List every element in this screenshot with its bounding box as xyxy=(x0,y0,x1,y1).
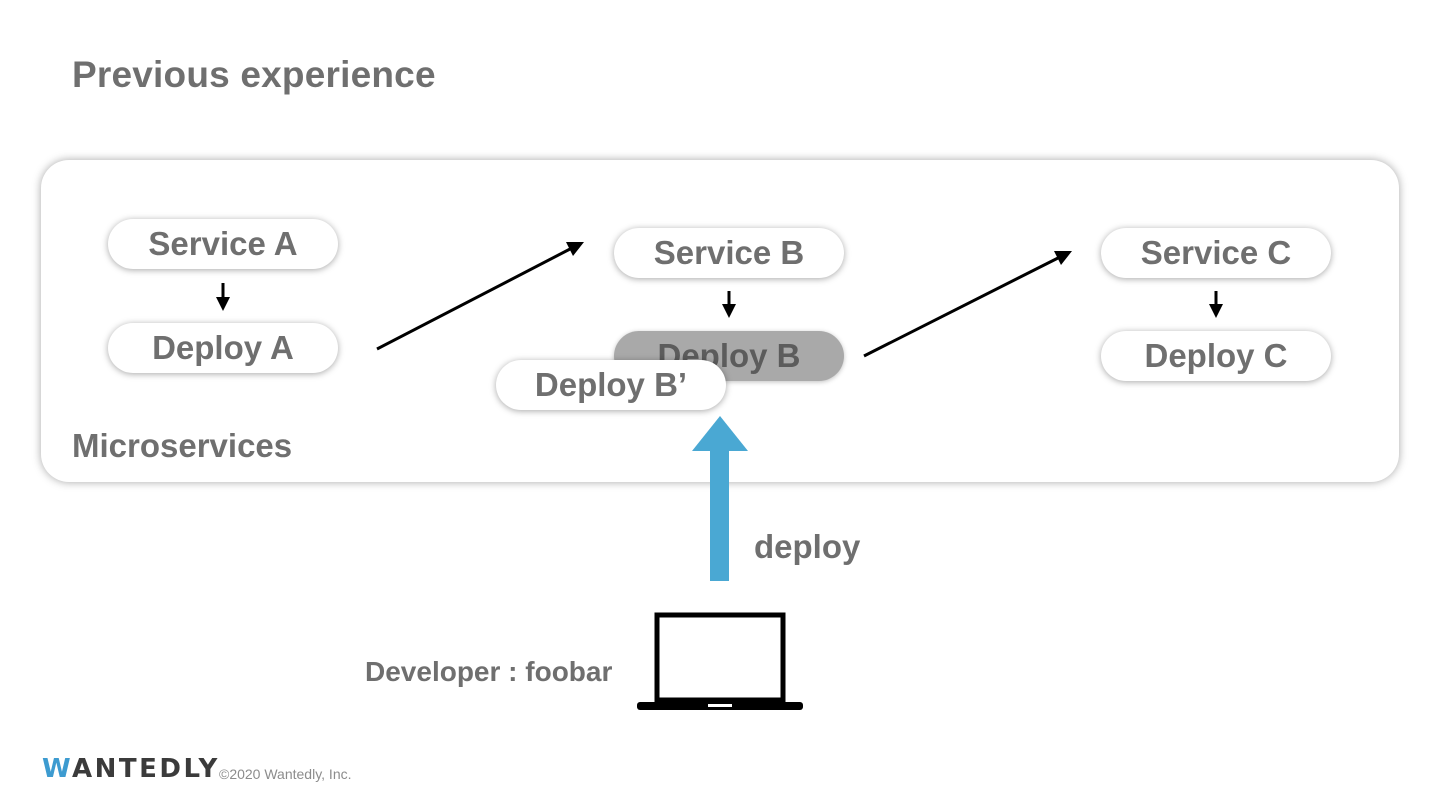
copyright-text: ©2020 Wantedly, Inc. xyxy=(219,766,352,782)
logo-rest: ANTEDLY xyxy=(72,754,220,784)
microservices-label: Microservices xyxy=(72,427,293,464)
deploy-a-node: Deploy A xyxy=(108,323,338,373)
laptop-icon xyxy=(637,612,803,710)
developer-label: Developer : foobar xyxy=(365,656,613,687)
slide-title: Previous experience xyxy=(72,54,436,95)
deploy-b-prime-node: Deploy B’ xyxy=(496,360,726,410)
wantedly-logo: WANTEDLY xyxy=(42,754,220,784)
logo-initial: W xyxy=(42,754,73,784)
deploy-c-node: Deploy C xyxy=(1101,331,1331,381)
service-c-node: Service C xyxy=(1101,228,1331,278)
deploy-label: deploy xyxy=(754,528,861,565)
service-a-node: Service A xyxy=(108,219,338,269)
service-b-node: Service B xyxy=(614,228,844,278)
